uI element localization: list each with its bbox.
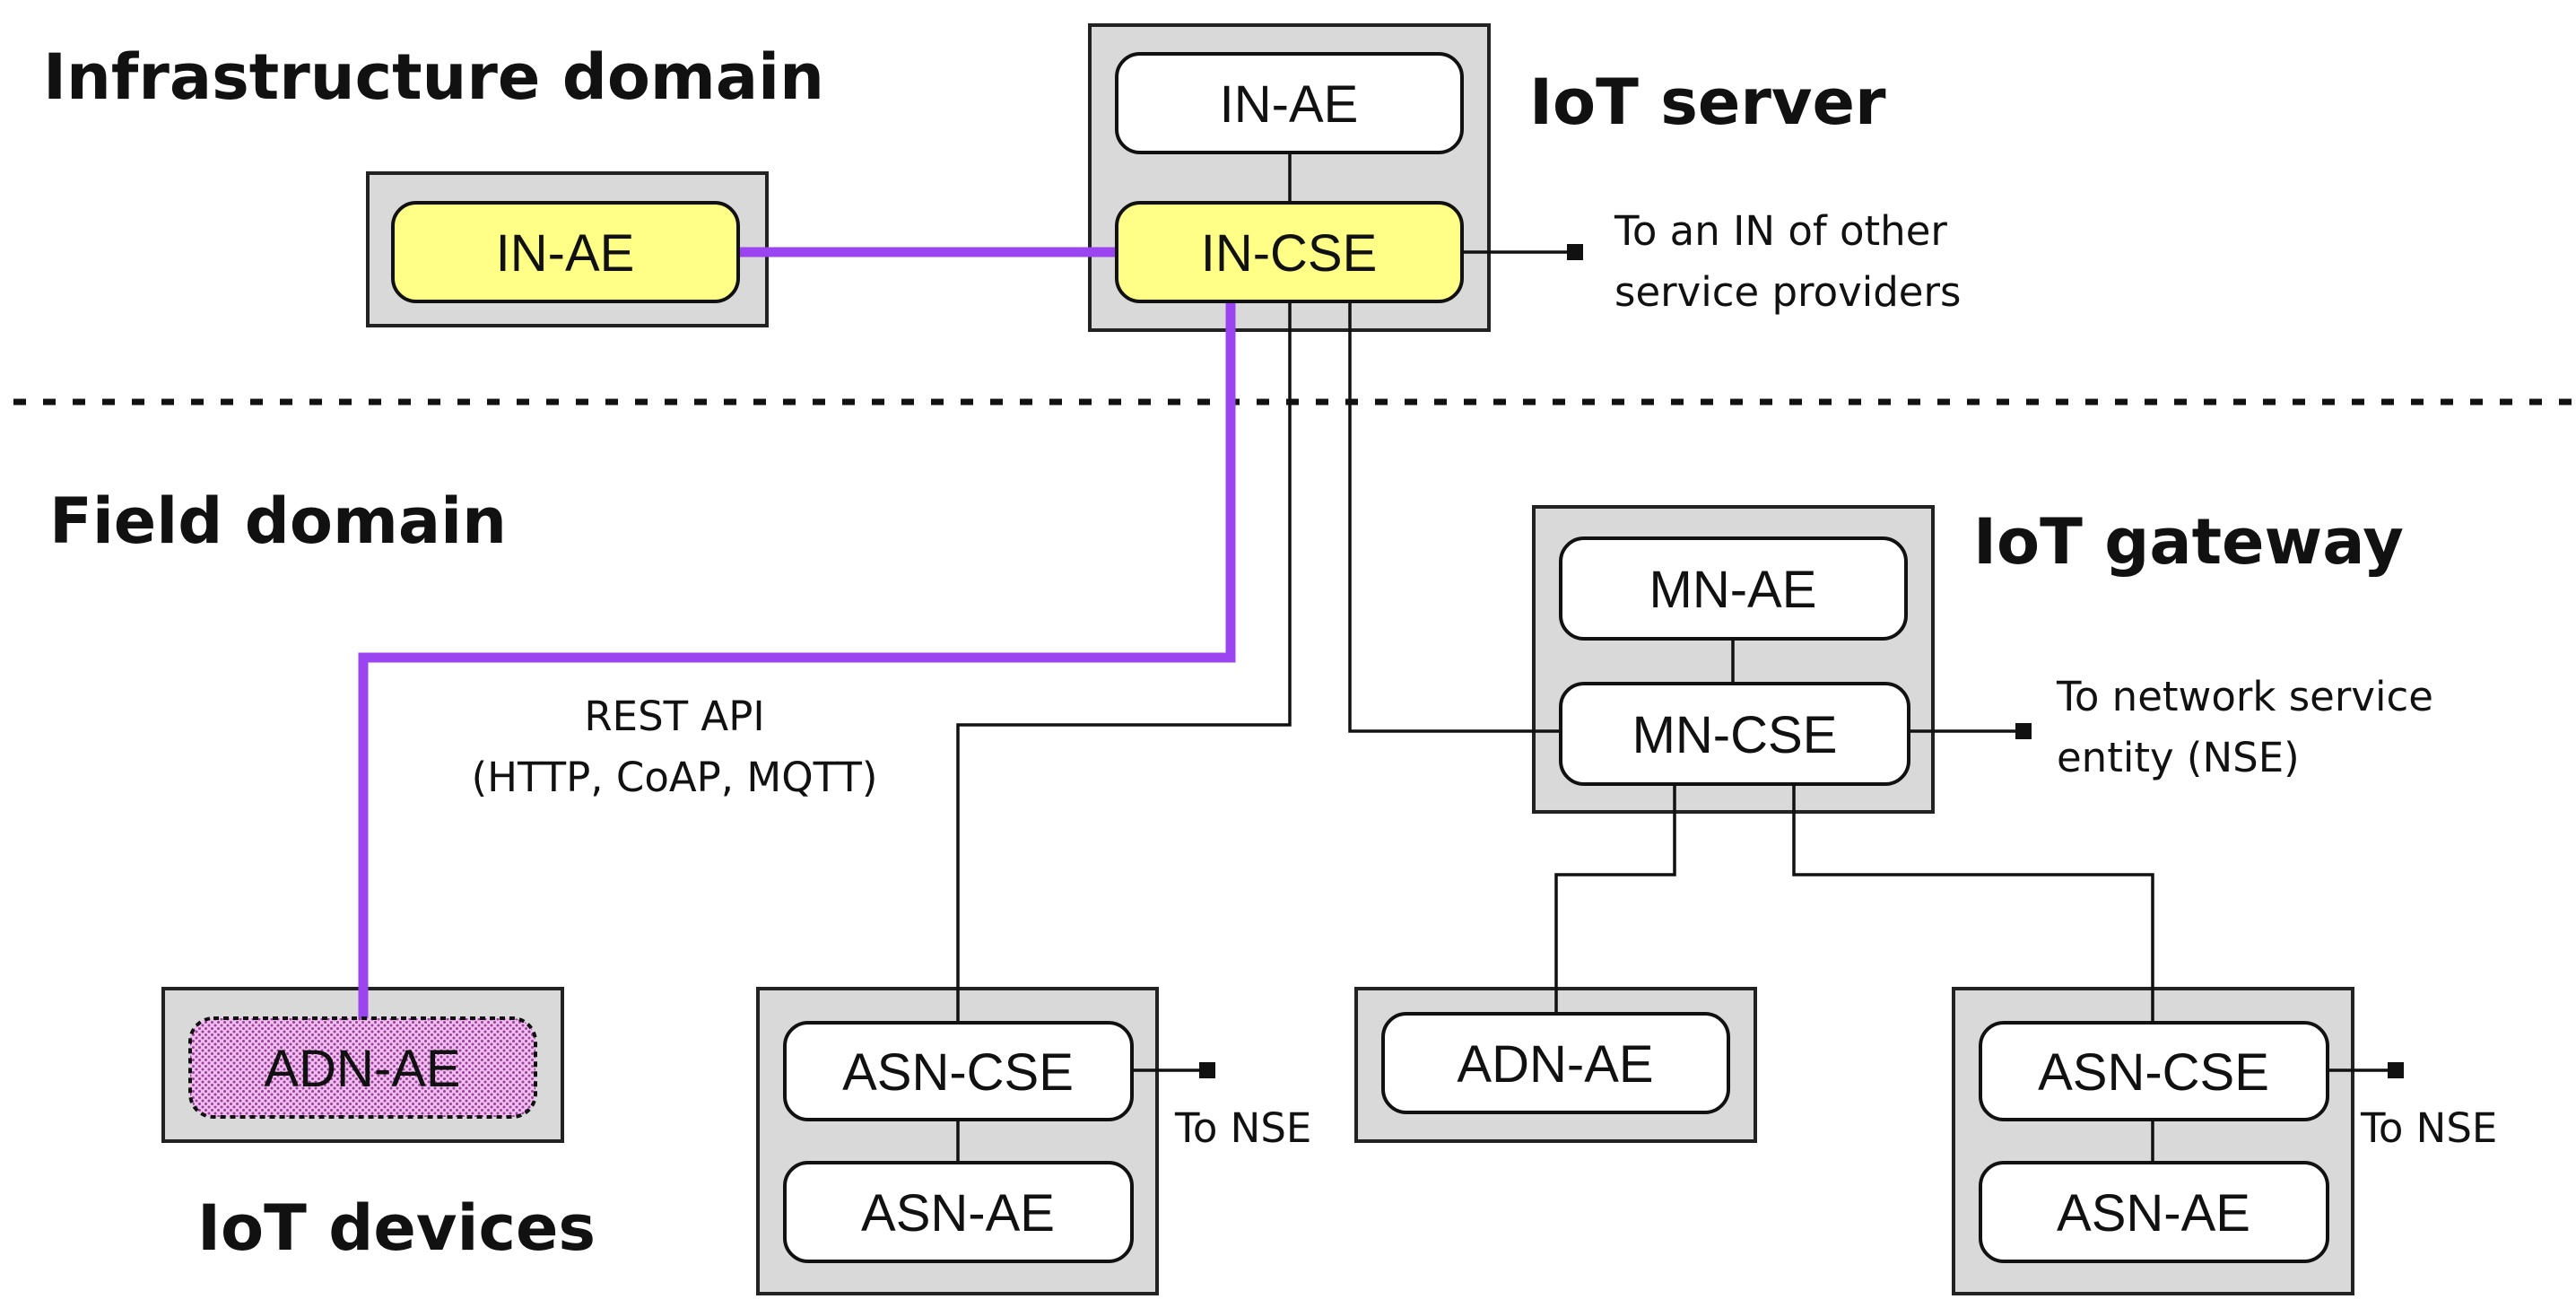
- infrastructure-domain-heading: Infrastructure domain: [43, 40, 824, 114]
- connector-lines: [956, 153, 2395, 1163]
- mn-ae-node: [1559, 536, 1908, 641]
- asn1-nse-terminal: [1199, 1062, 1215, 1078]
- asn1-ae-label: ASN-AE: [861, 1184, 1055, 1243]
- standalone-in-ae-node: [391, 201, 740, 303]
- device-adn-ae-label: ADN-AE: [264, 1040, 460, 1098]
- asn2-cse-label: ASN-CSE: [2038, 1043, 2269, 1102]
- mn-cse-to-asn2-link: [1792, 780, 2154, 1023]
- mn-cse-to-adn-link: [1554, 780, 1676, 1014]
- nse-note-line1: To network service: [2056, 673, 2433, 720]
- in-cse-to-mn-cse-link: [1348, 301, 1561, 733]
- field-domain-heading: Field domain: [49, 484, 507, 558]
- mn-ae-label: MN-AE: [1649, 561, 1817, 619]
- standalone-in-ae-label: IN-AE: [496, 224, 635, 283]
- iot-gateway-heading: IoT gateway: [1973, 505, 2404, 579]
- mn-cse-label: MN-CSE: [1632, 706, 1838, 764]
- in-cse-to-asn1-link: [956, 301, 1292, 1023]
- server-in-ae-node: [1115, 52, 1464, 154]
- device-adn-ae-node: [188, 1016, 537, 1119]
- in-other-terminal: [1567, 244, 1583, 260]
- mn-cse-node: [1559, 682, 1910, 786]
- asn2-nse-terminal: [2388, 1062, 2404, 1078]
- server-in-cse-node: [1115, 201, 1464, 303]
- to-nse-right-note: To NSE: [2360, 1104, 2497, 1152]
- asn2-ae-node: [1979, 1161, 2329, 1263]
- iot-server-heading: IoT server: [1529, 65, 1886, 139]
- iot-devices-heading: IoT devices: [197, 1191, 596, 1265]
- asn1-cse-node: [783, 1021, 1134, 1121]
- asn1-cse-label: ASN-CSE: [842, 1043, 1074, 1102]
- asn2-cse-node: [1979, 1021, 2329, 1121]
- asn1-ae-node: [783, 1161, 1134, 1263]
- in-cse-to-device-api-link: [358, 301, 1236, 1018]
- in-other-note-line1: To an IN of other: [1614, 207, 1947, 255]
- rest-api-note-line1: REST API: [584, 693, 764, 740]
- mn-nse-terminal: [2015, 723, 2032, 739]
- in-other-note-line2: service providers: [1614, 268, 1961, 316]
- rest-api-note-line2: (HTTP, CoAP, MQTT): [472, 754, 878, 801]
- asn2-ae-label: ASN-AE: [2057, 1184, 2250, 1243]
- server-in-ae-label: IN-AE: [1220, 75, 1359, 134]
- server-in-cse-label: IN-CSE: [1201, 224, 1378, 283]
- nse-note-line2: entity (NSE): [2057, 734, 2300, 781]
- adn-ae-2-node: [1381, 1012, 1730, 1114]
- adn-ae-2-label: ADN-AE: [1457, 1035, 1653, 1094]
- to-nse-left-note: To NSE: [1174, 1104, 1311, 1152]
